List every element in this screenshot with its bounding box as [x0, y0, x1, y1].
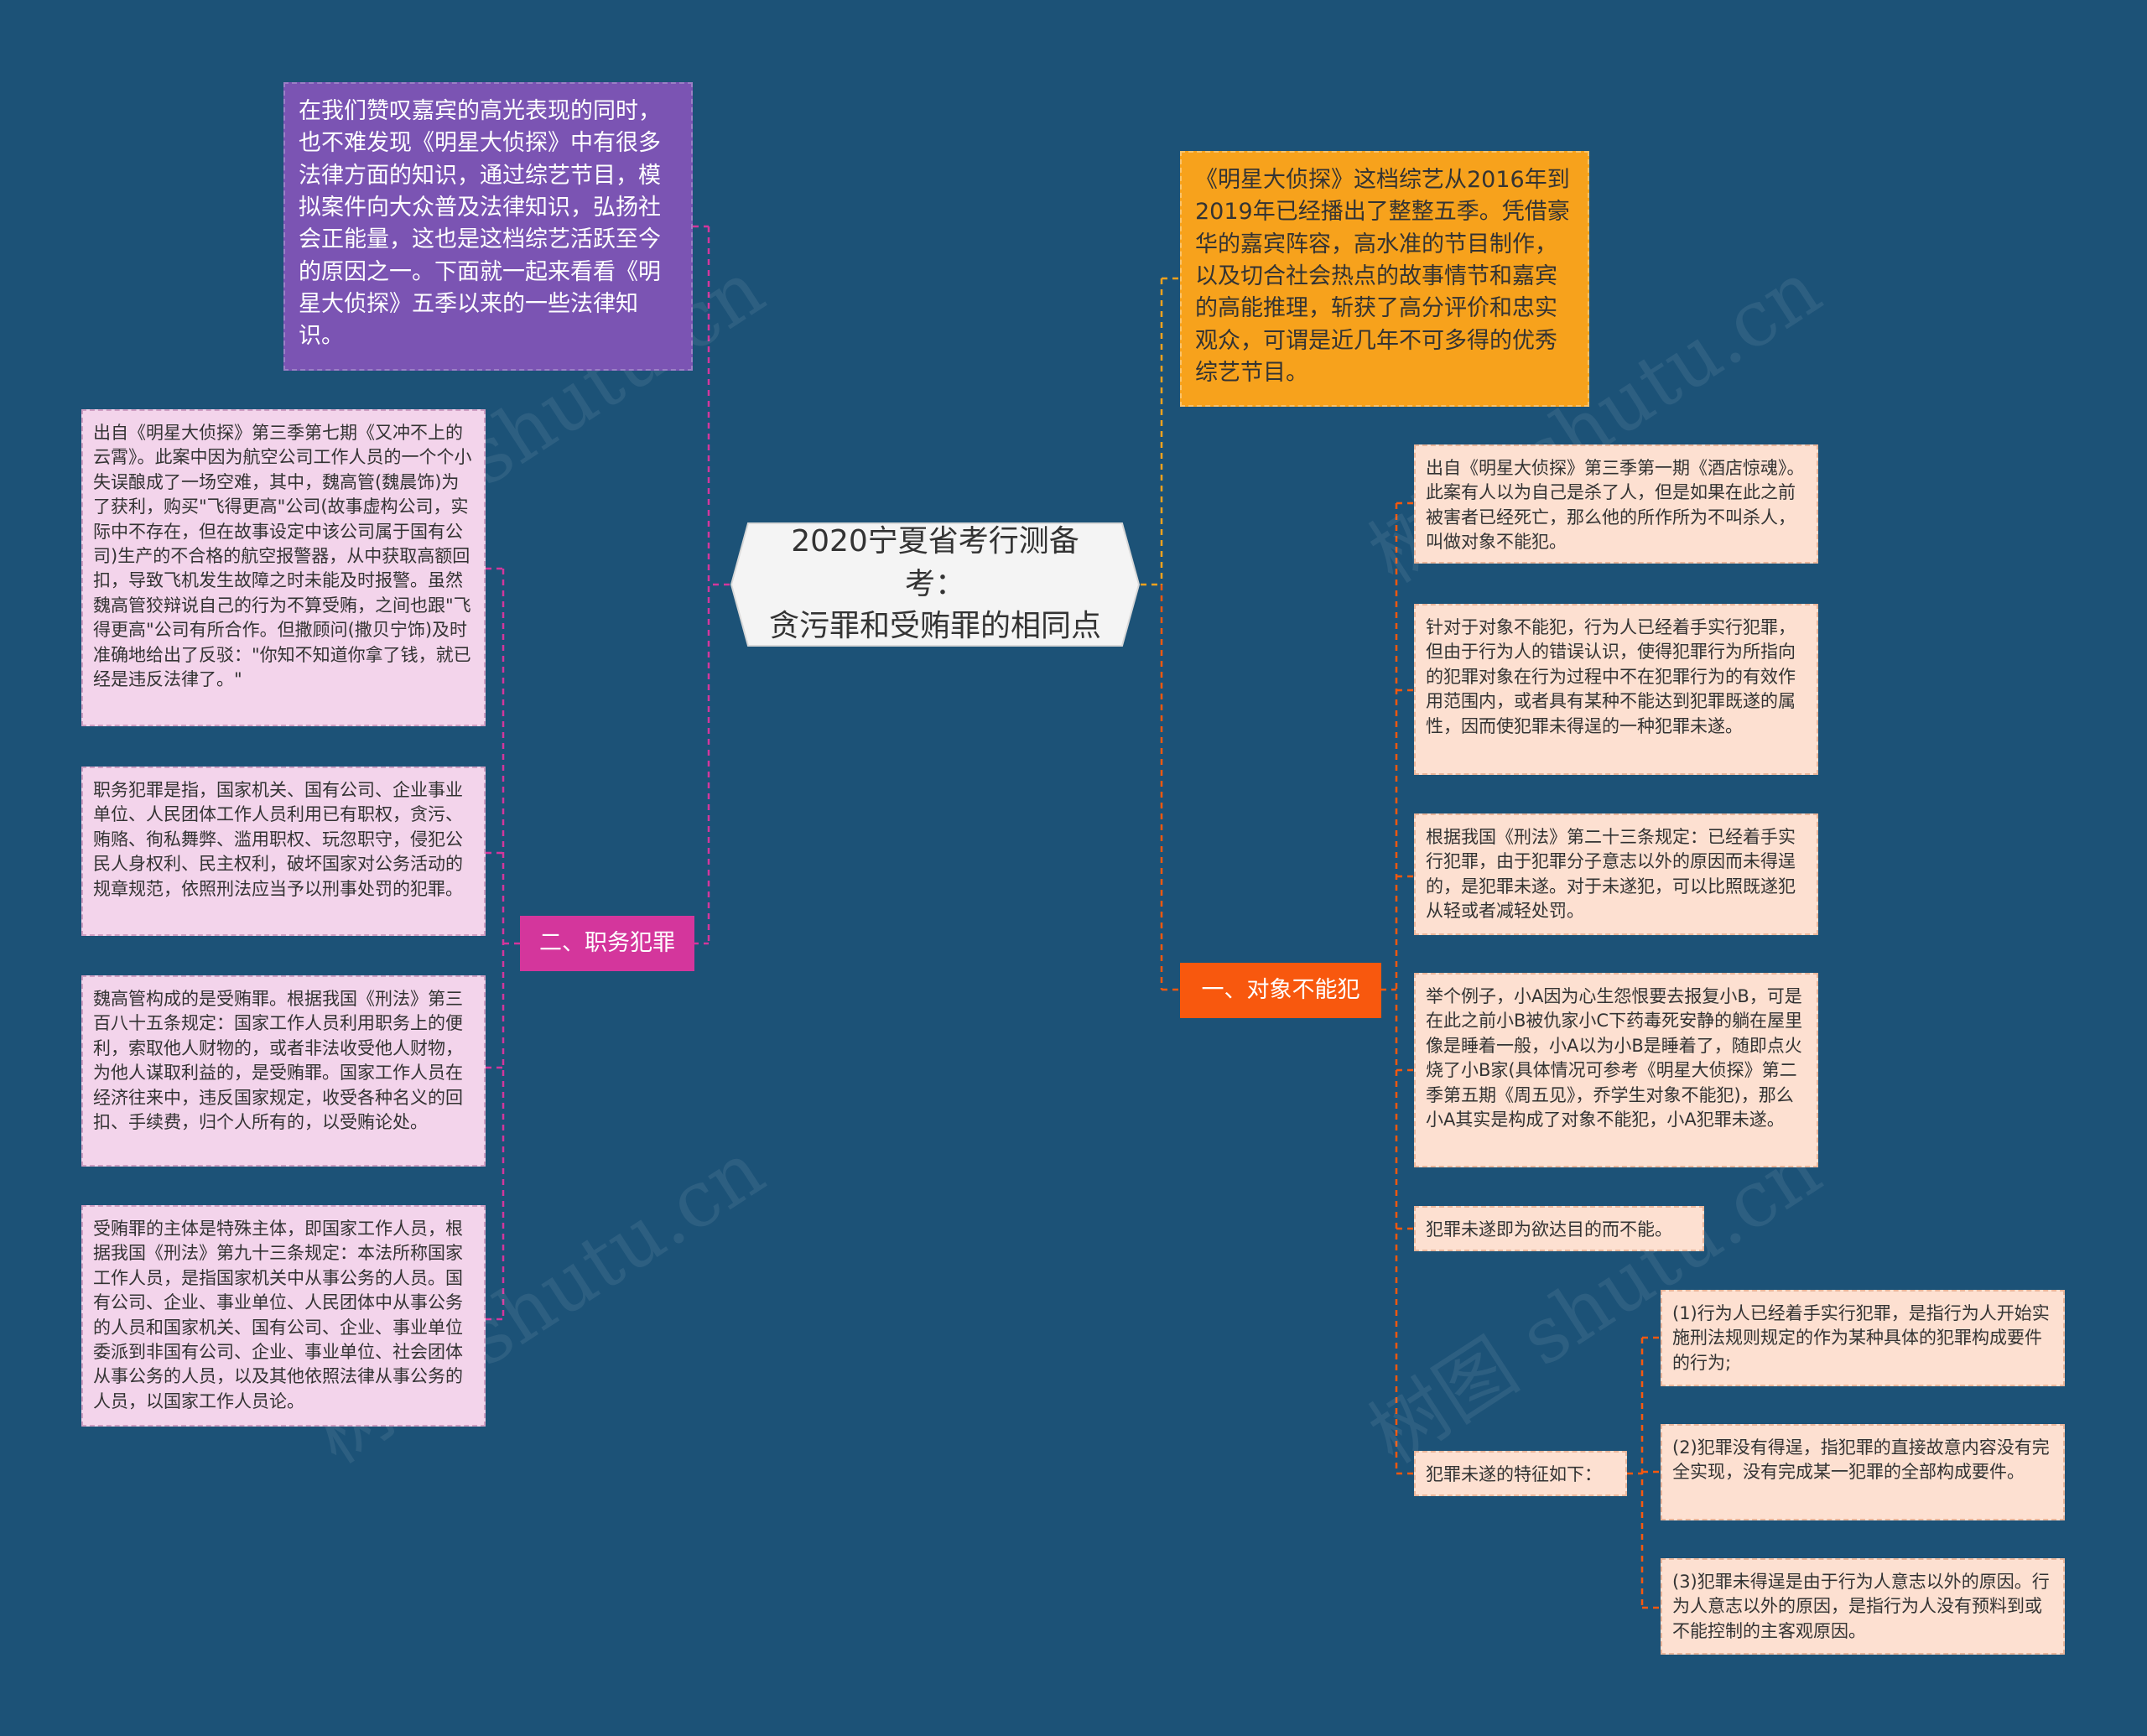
features-node[interactable]: 犯罪未遂的特征如下： — [1414, 1451, 1627, 1496]
feature-item-1[interactable]: (1)行为人已经着手实行犯罪，是指行为人开始实施刑法规则规定的作为某种具体的犯罪… — [1661, 1290, 2065, 1386]
right-leaf-explanation[interactable]: 针对于对象不能犯，行为人已经着手实行犯罪，但由于行为人的错误认识，使得犯罪行为所… — [1414, 604, 1818, 775]
branch-object-impossibility[interactable]: 一、对象不能犯 — [1180, 963, 1381, 1018]
right-leaf-example[interactable]: 举个例子，小A因为心生怨恨要去报复小B，可是在此之前小B被仇家小C下药毒死安静的… — [1414, 973, 1818, 1167]
central-topic[interactable]: 2020宁夏省考行测备考： 贪污罪和受贿罪的相同点 — [730, 522, 1141, 647]
intro-node[interactable]: 在我们赞叹嘉宾的高光表现的同时，也不难发现《明星大侦探》中有很多法律方面的知识，… — [283, 82, 693, 371]
left-leaf-definition[interactable]: 职务犯罪是指，国家机关、国有公司、企业事业单位、人民团体工作人员利用已有职权，贪… — [81, 767, 486, 936]
left-leaf-bribery[interactable]: 魏高管构成的是受贿罪。根据我国《刑法》第三百八十五条规定：国家工作人员利用职务上… — [81, 975, 486, 1167]
central-title-line2: 贪污罪和受贿罪的相同点 — [768, 609, 1101, 644]
central-topic-title: 2020宁夏省考行测备考： 贪污罪和受贿罪的相同点 — [730, 521, 1141, 647]
right-leaf-attempt[interactable]: 犯罪未遂即为欲达目的而不能。 — [1414, 1206, 1704, 1251]
right-leaf-law[interactable]: 根据我国《刑法》第二十三条规定：已经着手实行犯罪，由于犯罪分子意志以外的原因而未… — [1414, 813, 1818, 935]
right-leaf-case[interactable]: 出自《明星大侦探》第三季第一期《酒店惊魂》。此案有人以为自己是杀了人，但是如果在… — [1414, 444, 1818, 564]
feature-item-2[interactable]: (2)犯罪没有得逞，指犯罪的直接故意内容没有完全实现，没有完成某一犯罪的全部构成… — [1661, 1424, 2065, 1520]
left-leaf-case[interactable]: 出自《明星大侦探》第三季第七期《又冲不上的云霄》。此案中因为航空公司工作人员的一… — [81, 409, 486, 726]
summary-node[interactable]: 《明星大侦探》这档综艺从2016年到2019年已经播出了整整五季。凭借豪华的嘉宾… — [1180, 151, 1589, 407]
central-topic-shape — [730, 522, 1141, 647]
branch-duty-crime[interactable]: 二、职务犯罪 — [520, 916, 694, 971]
central-title-line1: 2020宁夏省考行测备考： — [791, 524, 1079, 601]
feature-item-3[interactable]: (3)犯罪未得逞是由于行为人意志以外的原因。行为人意志以外的原因，是指行为人没有… — [1661, 1558, 2065, 1655]
left-leaf-subject[interactable]: 受贿罪的主体是特殊主体，即国家工作人员，根据我国《刑法》第九十三条规定：本法所称… — [81, 1205, 486, 1427]
